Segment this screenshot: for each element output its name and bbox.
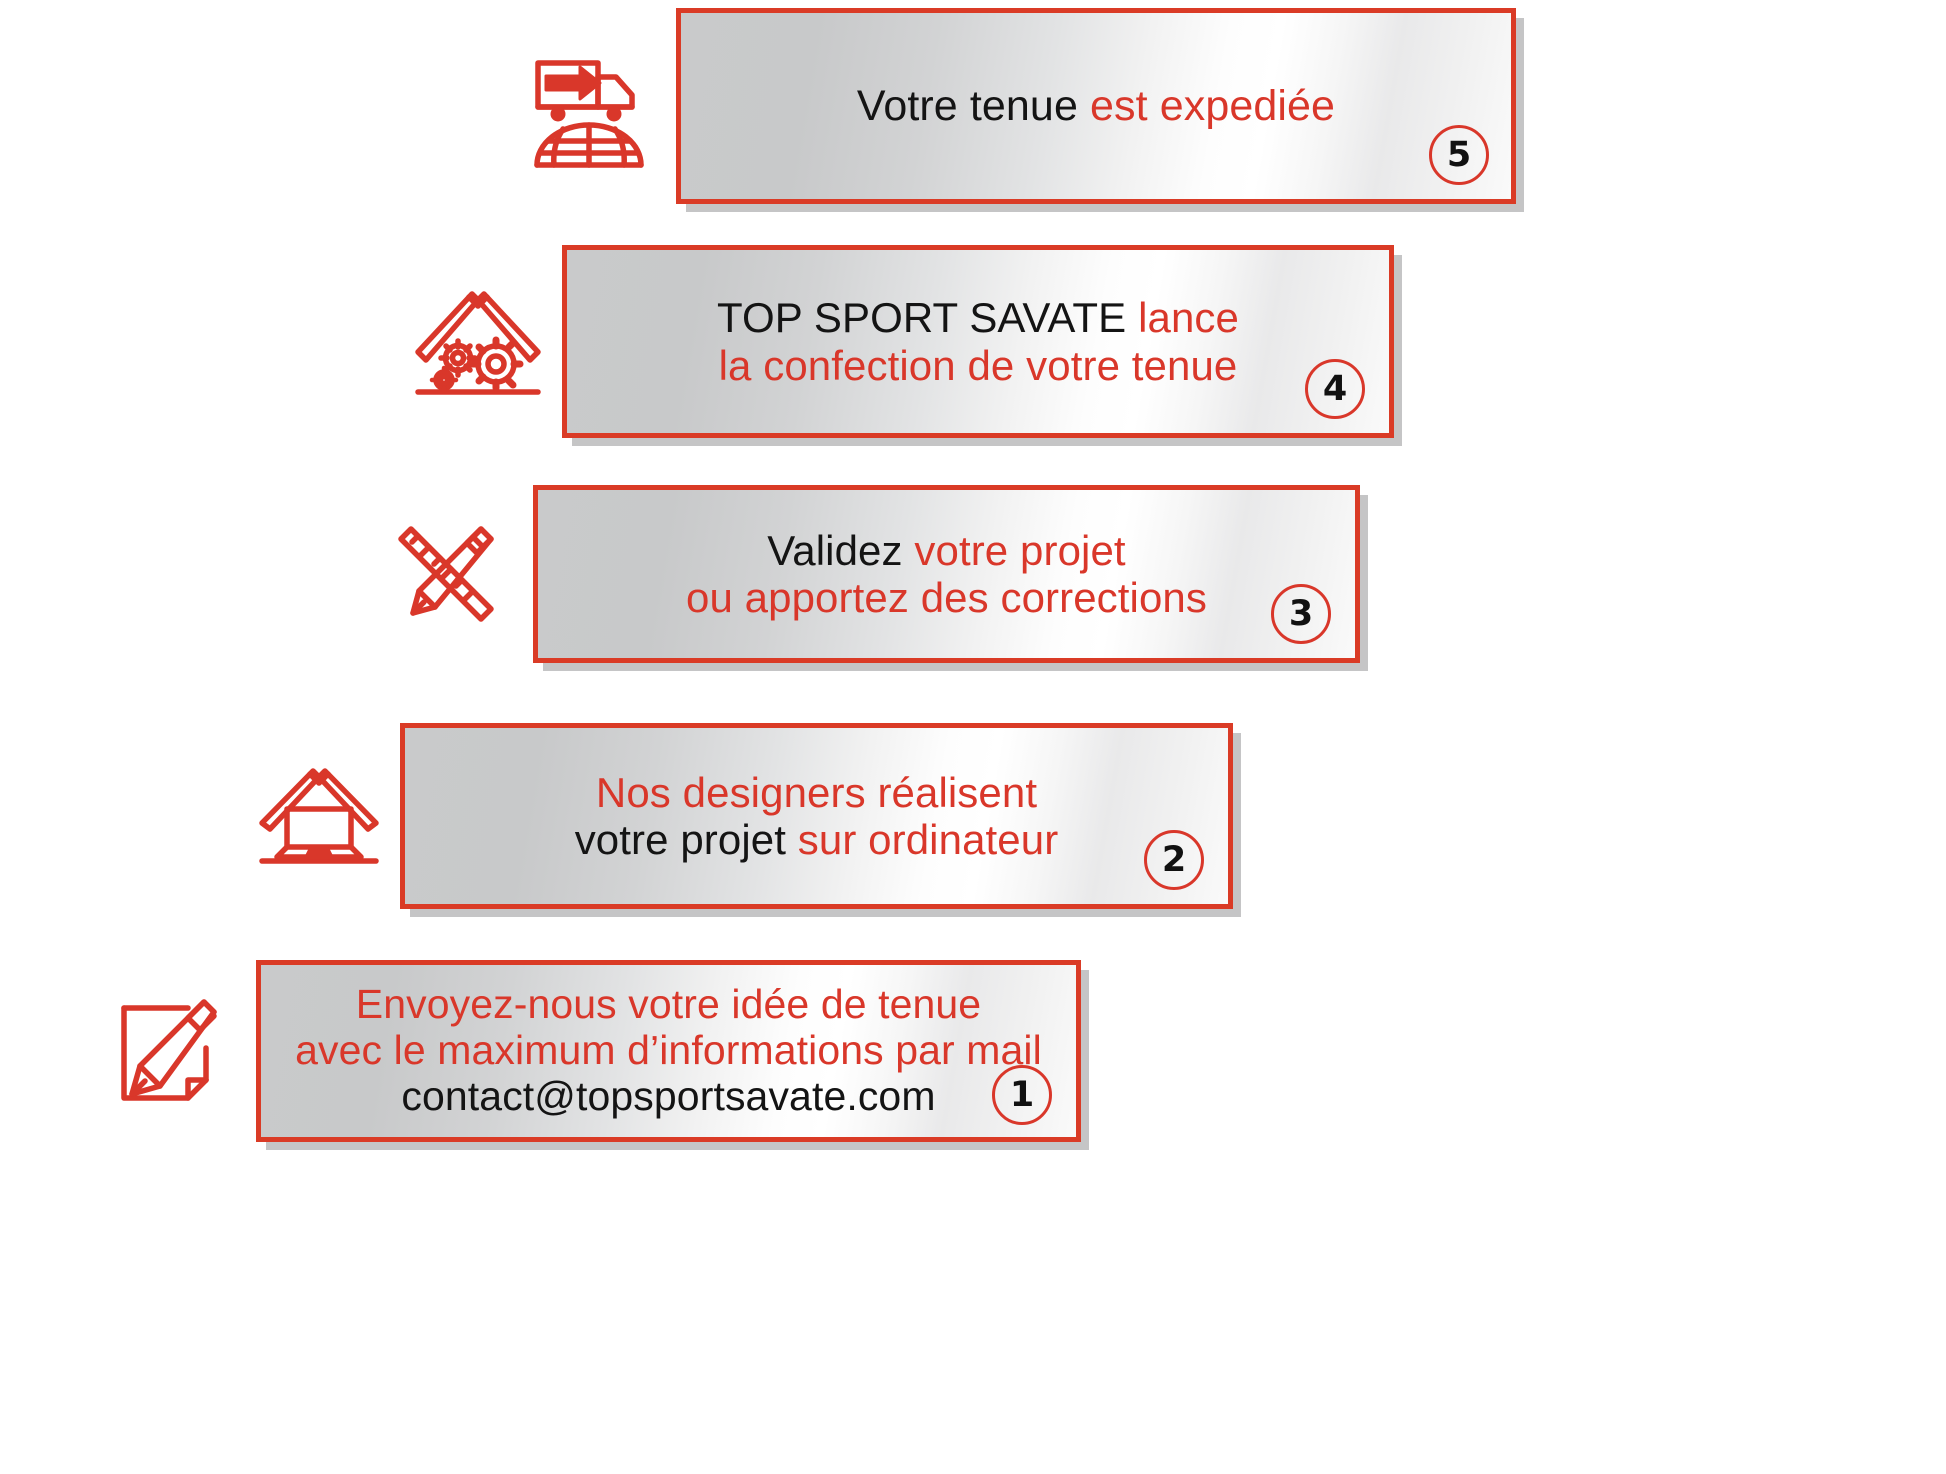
step-3-number-badge: 3 (1271, 584, 1331, 644)
step-1-line: avec le maximum d’informations par mail (291, 1027, 1046, 1074)
step-3-line: Validez votre projet (568, 527, 1325, 574)
text-segment: TOP SPORT SAVATE (717, 294, 1139, 342)
step-1-number-badge: 1 (992, 1065, 1052, 1125)
text-segment: Votre tenue (856, 81, 1091, 130)
delivery-truck-globe-icon (528, 41, 658, 171)
text-segment: est expediée (1090, 81, 1336, 130)
text-segment: sur ordinateur (797, 816, 1059, 863)
document-pencil-icon (110, 992, 228, 1110)
step-2-line: votre projet sur ordinateur (435, 816, 1198, 863)
step-4-line: la confection de votre tenue (597, 342, 1359, 389)
step-5-number-badge: 5 (1429, 125, 1489, 185)
text-segment: avec le maximum d’informations par mail (295, 1027, 1042, 1074)
text-segment: lance (1138, 294, 1239, 342)
text-segment: ou apportez des corrections (686, 574, 1207, 621)
text-segment: votre projet (574, 816, 798, 863)
laptop-under-roof-icon (258, 755, 380, 877)
process-step-5: Votre tenue est expediée 5 (528, 8, 1516, 204)
text-segment: la confection de votre tenue (718, 341, 1238, 389)
step-4-line: TOP SPORT SAVATE lance (597, 294, 1359, 341)
step-5-text: Votre tenue est expediée (681, 82, 1511, 130)
pencil-ruler-cross-icon (385, 513, 507, 635)
step-2-line: Nos designers réalisent (435, 769, 1198, 816)
step-1-line: Envoyez-nous votre idée de tenue (291, 981, 1046, 1028)
step-3-line: ou apportez des corrections (568, 574, 1325, 621)
step-4-number-badge: 4 (1305, 359, 1365, 419)
step-2-number-badge: 2 (1144, 830, 1204, 890)
step-1-line: contact@topsportsavate.com (291, 1072, 1046, 1120)
gears-under-roof-icon (412, 276, 544, 408)
text-segment: contact@topsportsavate.com (401, 1072, 936, 1119)
text-segment: Validez (767, 526, 915, 574)
text-segment: Nos designers réalisent (595, 768, 1038, 816)
step-5-line: Votre tenue est expediée (711, 82, 1481, 130)
text-segment: Envoyez-nous votre idée de tenue (355, 981, 982, 1028)
text-segment: votre projet (914, 526, 1126, 574)
step-5-bar[interactable]: Votre tenue est expediée 5 (676, 8, 1516, 204)
